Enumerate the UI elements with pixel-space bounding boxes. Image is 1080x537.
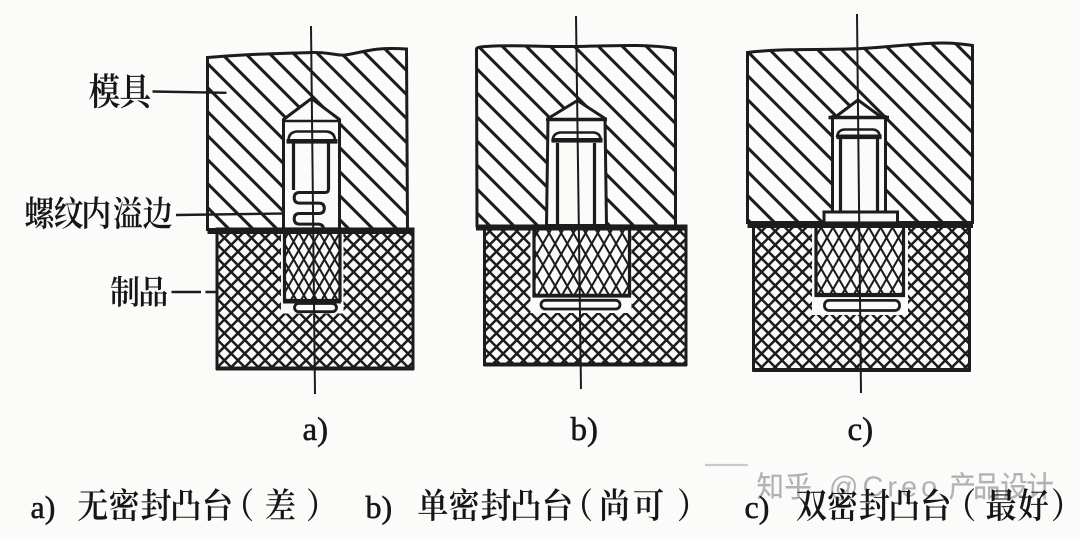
svg-text:a): a) [303,412,329,448]
svg-text:b): b) [366,489,393,525]
svg-text:b): b) [571,412,599,448]
svg-text:c): c) [848,412,874,448]
svg-text:c): c) [745,489,770,525]
svg-text:a): a) [31,489,56,525]
